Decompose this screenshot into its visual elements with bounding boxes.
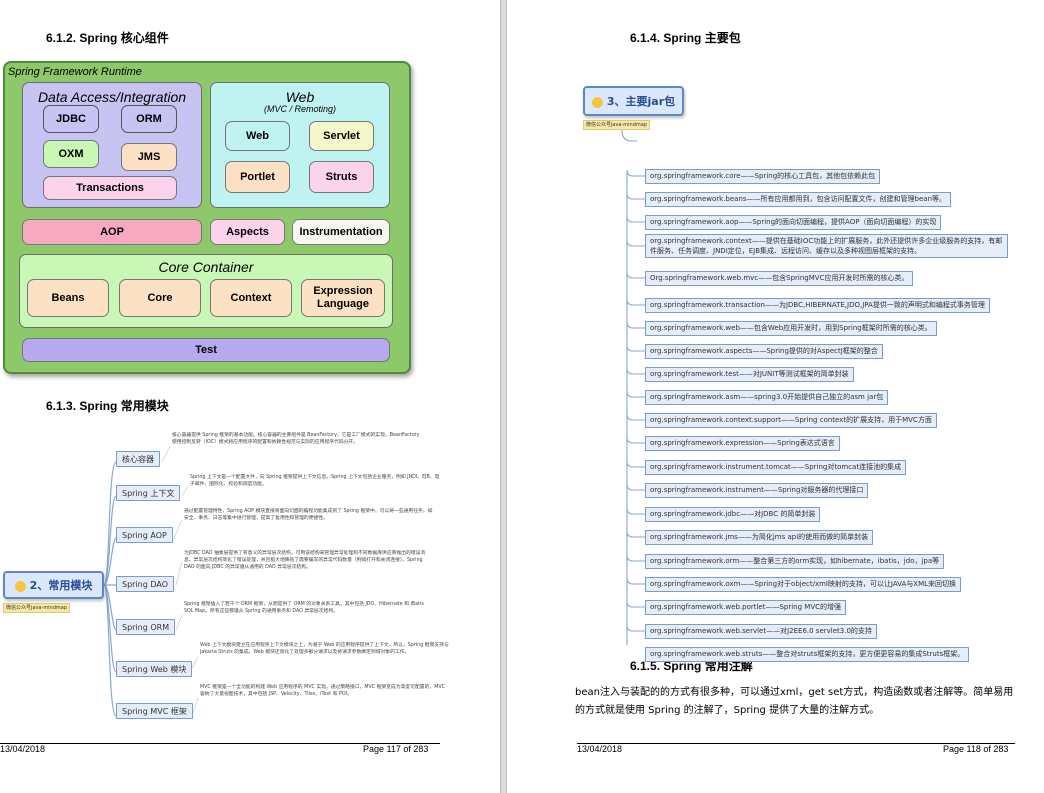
package-node: org.springframework.web.portlet——Spring … bbox=[645, 599, 846, 615]
mindmap-root-main-jars: 3、主要jar包 bbox=[583, 86, 684, 116]
package-node: org.springframework.jdbc——对JDBC 的简单封装 bbox=[645, 506, 821, 522]
core-container-title: Core Container bbox=[158, 259, 254, 275]
module-servlet: Servlet bbox=[309, 121, 374, 151]
page-gutter bbox=[500, 0, 507, 793]
data-access-group: Data Access/Integration JDBC ORM OXM JMS… bbox=[22, 82, 202, 208]
mindmap-node-spring-dao: Spring DAO bbox=[116, 576, 175, 592]
module-portlet: Portlet bbox=[225, 161, 290, 193]
module-context: Context bbox=[210, 279, 292, 317]
mindmap-node-spring-mvc: Spring MVC 框架 bbox=[116, 703, 193, 719]
module-jdbc: JDBC bbox=[43, 105, 99, 133]
section-heading-main-packages: 6.1.4. Spring 主要包 bbox=[630, 31, 741, 45]
mindmap-desc-spring-context: Spring 上下文是一个配置文件，向 Spring 框架提供上下文信息。Spr… bbox=[190, 475, 440, 487]
mindmap-root-common-modules: 2、常用模块 bbox=[3, 571, 104, 599]
footer-date: 13/04/2018 bbox=[0, 744, 46, 754]
package-node: org.springframework.core——Spring的核心工具包，其… bbox=[645, 168, 881, 184]
footer-page-number: Page 118 of 283 bbox=[943, 744, 1009, 754]
mindmap-desc-spring-orm: Spring 框架插入了若干个 ORM 框架，从而提供了 ORM 的对象关系工具… bbox=[184, 602, 424, 614]
module-jms: JMS bbox=[121, 143, 177, 171]
module-expression-language: Expression Language bbox=[301, 279, 385, 317]
mindmap-desc-spring-dao: 为JDBC DAO 抽象层提供了有意义的异常层次结构，可用该结构来管理异常处理和… bbox=[184, 551, 426, 570]
footer-rule bbox=[0, 743, 440, 744]
section-heading-annotations: 6.1.5. Spring 常用注解 bbox=[630, 659, 753, 673]
package-node: org.springframework.web.struts——整合对strut… bbox=[645, 646, 970, 662]
package-node: org.springframework.aop——Spring的面向切面编程，提… bbox=[645, 214, 942, 230]
package-node: org.springframework.instrument.tomcat——S… bbox=[645, 459, 907, 475]
runtime-title: Spring Framework Runtime bbox=[8, 66, 142, 78]
package-node: org.springframework.expression——Spring表达… bbox=[645, 435, 840, 451]
package-node: org.springframework.asm——spring3.0开始提供自己… bbox=[645, 389, 889, 405]
left-page: 6.1.2. Spring 核心组件 Spring Framework Runt… bbox=[0, 0, 500, 793]
package-node: org.springframework.orm——整合第三方的orm实现，如hi… bbox=[645, 553, 945, 569]
mindmap-node-spring-orm: Spring ORM bbox=[116, 619, 176, 635]
package-node: org.springframework.context——提供在基础IOC功能上… bbox=[645, 234, 1008, 258]
mindmap-node-spring-context: Spring 上下文 bbox=[116, 485, 181, 501]
package-node: org.springframework.oxm——Spring对于object/… bbox=[645, 576, 962, 592]
package-node: org.springframework.beans——所有应用都用到，包含访问配… bbox=[645, 191, 952, 207]
section-heading-core-components: 6.1.2. Spring 核心组件 bbox=[46, 31, 169, 45]
mindmap-desc-core-container: 核心容器提供 Spring 框架的基本功能。核心容器的主要组件是 BeanFac… bbox=[172, 433, 420, 445]
module-transactions: Transactions bbox=[43, 176, 177, 200]
module-aspects: Aspects bbox=[210, 219, 285, 245]
core-container-group: Core Container Beans Core Context Expres… bbox=[19, 254, 393, 328]
module-beans: Beans bbox=[27, 279, 109, 317]
mindmap-node-spring-web: Spring Web 模块 bbox=[116, 661, 193, 677]
spring-runtime-diagram: Spring Framework Runtime Data Access/Int… bbox=[3, 61, 411, 374]
module-core: Core bbox=[119, 279, 201, 317]
footer-page-number: Page 117 of 283 bbox=[363, 744, 429, 754]
annotations-paragraph: bean注入与装配的的方式有很多种，可以通过xml，get set方式，构造函数… bbox=[575, 687, 1014, 716]
section-heading-common-modules: 6.1.3. Spring 常用模块 bbox=[46, 399, 169, 413]
web-title: Web bbox=[285, 89, 315, 105]
mindmap-root-label: 2、常用模块 bbox=[29, 579, 93, 592]
mindmap-desc-spring-web: Web 上下文模块建立在应用程序上下文模块之上，为基于 Web 的应用程序提供了… bbox=[200, 643, 449, 655]
package-node: Org.springframework.web.mvc——包含SpringMVC… bbox=[645, 270, 914, 286]
mindmap-desc-spring-aop: 通过配置管理特性，Spring AOP 模块直接将面向切面的编程功能集成到了 S… bbox=[184, 509, 433, 521]
footer-rule bbox=[577, 743, 1015, 744]
smile-icon bbox=[14, 580, 26, 592]
package-node: org.springframework.aspects——Spring提供的对A… bbox=[645, 343, 883, 359]
module-instrumentation: Instrumentation bbox=[292, 219, 390, 245]
wechat-tag: 微信公众号java-mindmap bbox=[583, 120, 650, 130]
mindmap-node-core-container: 核心容器 bbox=[116, 451, 160, 467]
packages-mindmap-connectors bbox=[621, 125, 645, 645]
data-access-title: Data Access/Integration bbox=[37, 89, 187, 105]
wechat-tag: 微信公众号java-mindmap bbox=[3, 603, 70, 613]
package-node: org.springframework.web.servlet——对J2EE6.… bbox=[645, 623, 877, 639]
mindmap-root-label: 3、主要jar包 bbox=[606, 95, 676, 108]
mindmap-node-spring-aop: Spring AOP bbox=[116, 527, 173, 543]
smile-icon bbox=[591, 96, 603, 108]
modules-mindmap-connectors bbox=[103, 445, 199, 717]
package-node: org.springframework.test——对JUNIT等测试框架的简单… bbox=[645, 366, 854, 382]
package-node: org.springframework.context.support——Spr… bbox=[645, 412, 937, 428]
module-struts: Struts bbox=[309, 161, 374, 193]
module-aop: AOP bbox=[22, 219, 202, 245]
package-node: org.springframework.web——包含Web应用开发时，用到Sp… bbox=[645, 320, 937, 336]
module-orm: ORM bbox=[121, 105, 177, 133]
module-web: Web bbox=[225, 121, 290, 151]
package-node: org.springframework.transaction——为JDBC,H… bbox=[645, 297, 990, 313]
mindmap-desc-spring-mvc: MVC 框架是一个全功能的构建 Web 应用程序的 MVC 实现。通过策略接口，… bbox=[200, 685, 445, 697]
connector-branches bbox=[626, 169, 645, 632]
web-group: Web (MVC / Remoting) Web Servlet Portlet… bbox=[210, 82, 390, 208]
package-node: org.springframework.jms——为简化jms api的使用而做… bbox=[645, 529, 874, 545]
footer-date: 13/04/2018 bbox=[577, 744, 623, 754]
module-test: Test bbox=[22, 338, 390, 362]
web-subtitle: (MVC / Remoting) bbox=[263, 104, 336, 114]
module-oxm: OXM bbox=[43, 140, 99, 168]
package-node: org.springframework.instrument——Spring对服… bbox=[645, 482, 869, 498]
